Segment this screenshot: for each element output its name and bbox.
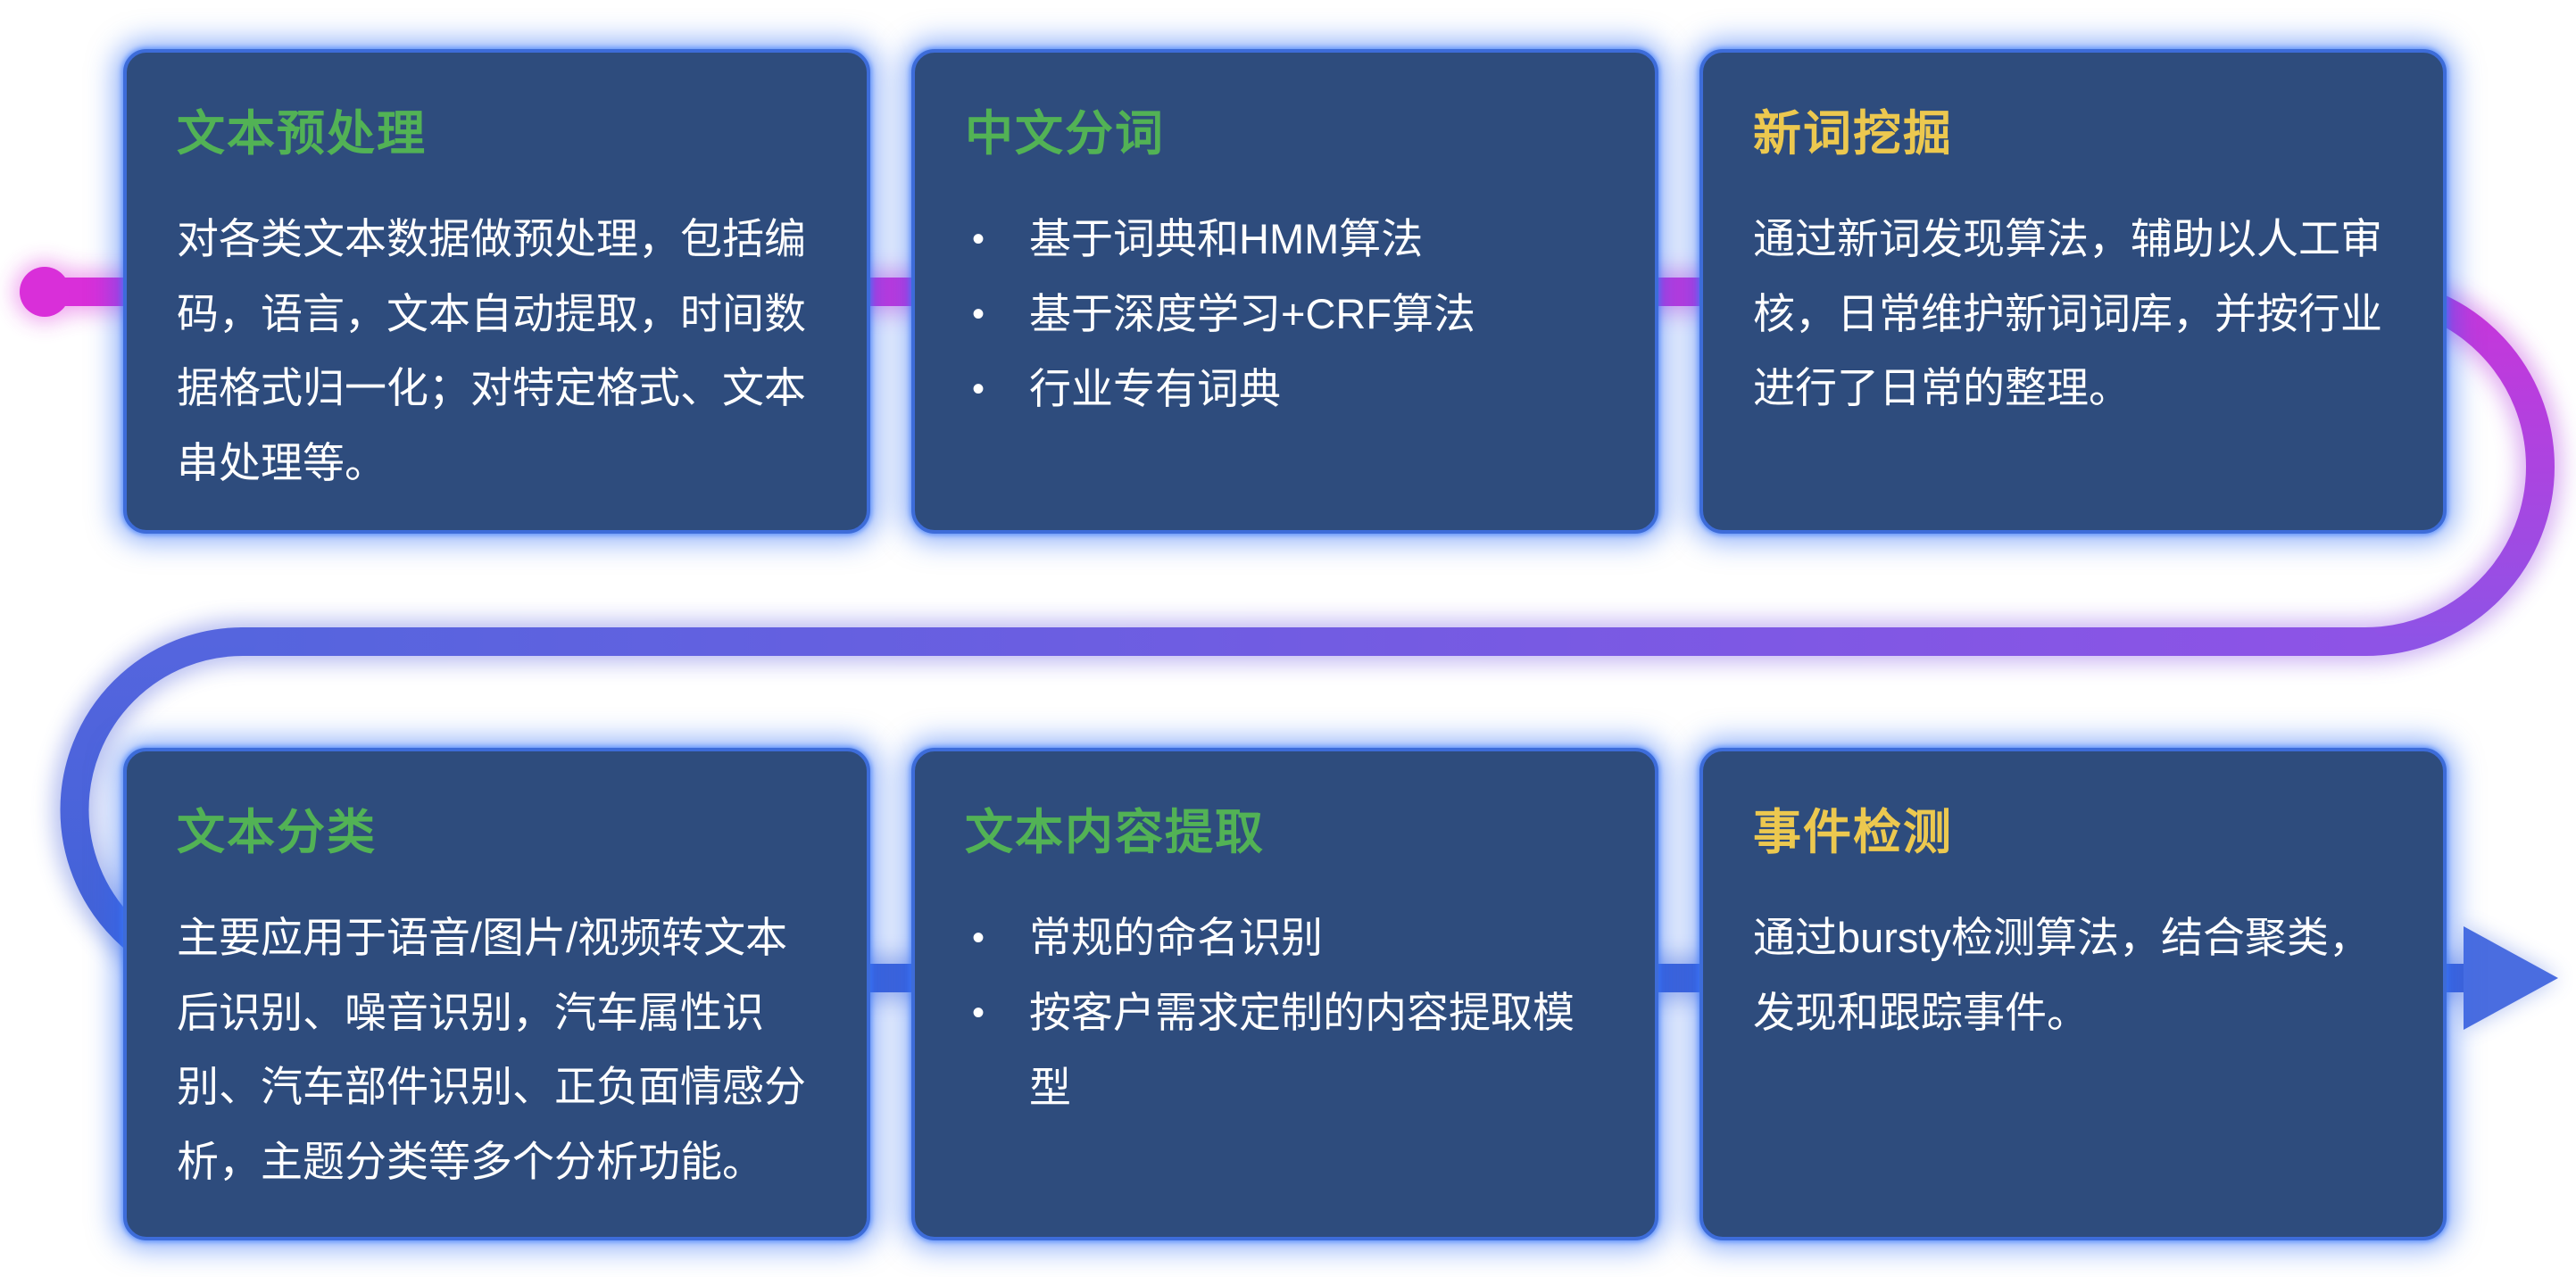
card-title: 中文分词 <box>965 107 1165 161</box>
list-item: • 按客户需求定制的内容提取模型 <box>965 975 1605 1124</box>
card-text-classification: 文本分类 主要应用于语音/图片/视频转文本后识别、噪音识别，汽车属性识别、汽车部… <box>123 748 870 1240</box>
bullet-icon: • <box>972 993 985 1032</box>
bullet-icon: • <box>972 220 985 259</box>
flow-end-arrow-icon <box>2464 926 2558 1030</box>
card-title: 事件检测 <box>1753 806 1953 859</box>
card-description: 通过bursty检测算法，结合聚类，发现和跟踪事件。 <box>1753 914 2371 1036</box>
list-item-text: 基于词典和HMM算法 <box>1029 215 1424 262</box>
card-chinese-word-segmentation: 中文分词 • 基于词典和HMM算法 • 基于深度学习+CRF算法 • 行业专有词… <box>911 49 1658 534</box>
card-new-word-mining: 新词挖掘 通过新词发现算法，辅助以人工审核，日常维护新词词库，并按行业进行了日常… <box>1699 49 2447 534</box>
card-title: 文本分类 <box>177 806 377 859</box>
bullet-list: • 基于词典和HMM算法 • 基于深度学习+CRF算法 • 行业专有词典 <box>965 202 1605 427</box>
bullet-icon: • <box>972 369 985 409</box>
bullet-icon: • <box>972 918 985 958</box>
list-item: • 基于深度学习+CRF算法 <box>965 277 1605 352</box>
card-description: 主要应用于语音/图片/视频转文本后识别、噪音识别，汽车属性识别、汽车部件识别、正… <box>177 914 806 1185</box>
card-title: 文本内容提取 <box>965 806 1265 859</box>
list-item-text: 常规的命名识别 <box>1029 914 1323 961</box>
card-text-content-extraction: 文本内容提取 • 常规的命名识别 • 按客户需求定制的内容提取模型 <box>911 748 1658 1240</box>
card-title: 文本预处理 <box>177 107 427 161</box>
card-title: 新词挖掘 <box>1753 107 1953 161</box>
list-item: • 行业专有词典 <box>965 352 1605 427</box>
list-item-text: 基于深度学习+CRF算法 <box>1029 290 1476 337</box>
card-description: 对各类文本数据做预处理，包括编码，语言，文本自动提取，时间数据格式归一化；对特定… <box>177 215 806 486</box>
card-event-detection: 事件检测 通过bursty检测算法，结合聚类，发现和跟踪事件。 <box>1699 748 2447 1240</box>
card-description: 通过新词发现算法，辅助以人工审核，日常维护新词词库，并按行业进行了日常的整理。 <box>1753 215 2382 412</box>
flow-start-dot <box>20 267 70 317</box>
card-text-preprocessing: 文本预处理 对各类文本数据做预处理，包括编码，语言，文本自动提取，时间数据格式归… <box>123 49 870 534</box>
list-item-text: 行业专有词典 <box>1029 365 1281 412</box>
bullet-list: • 常规的命名识别 • 按客户需求定制的内容提取模型 <box>965 900 1605 1124</box>
flow-right-curve <box>2351 278 2555 656</box>
list-item: • 常规的命名识别 <box>965 900 1605 975</box>
list-item-text: 按客户需求定制的内容提取模型 <box>1029 989 1575 1111</box>
bullet-icon: • <box>972 294 985 334</box>
list-item: • 基于词典和HMM算法 <box>965 202 1605 277</box>
